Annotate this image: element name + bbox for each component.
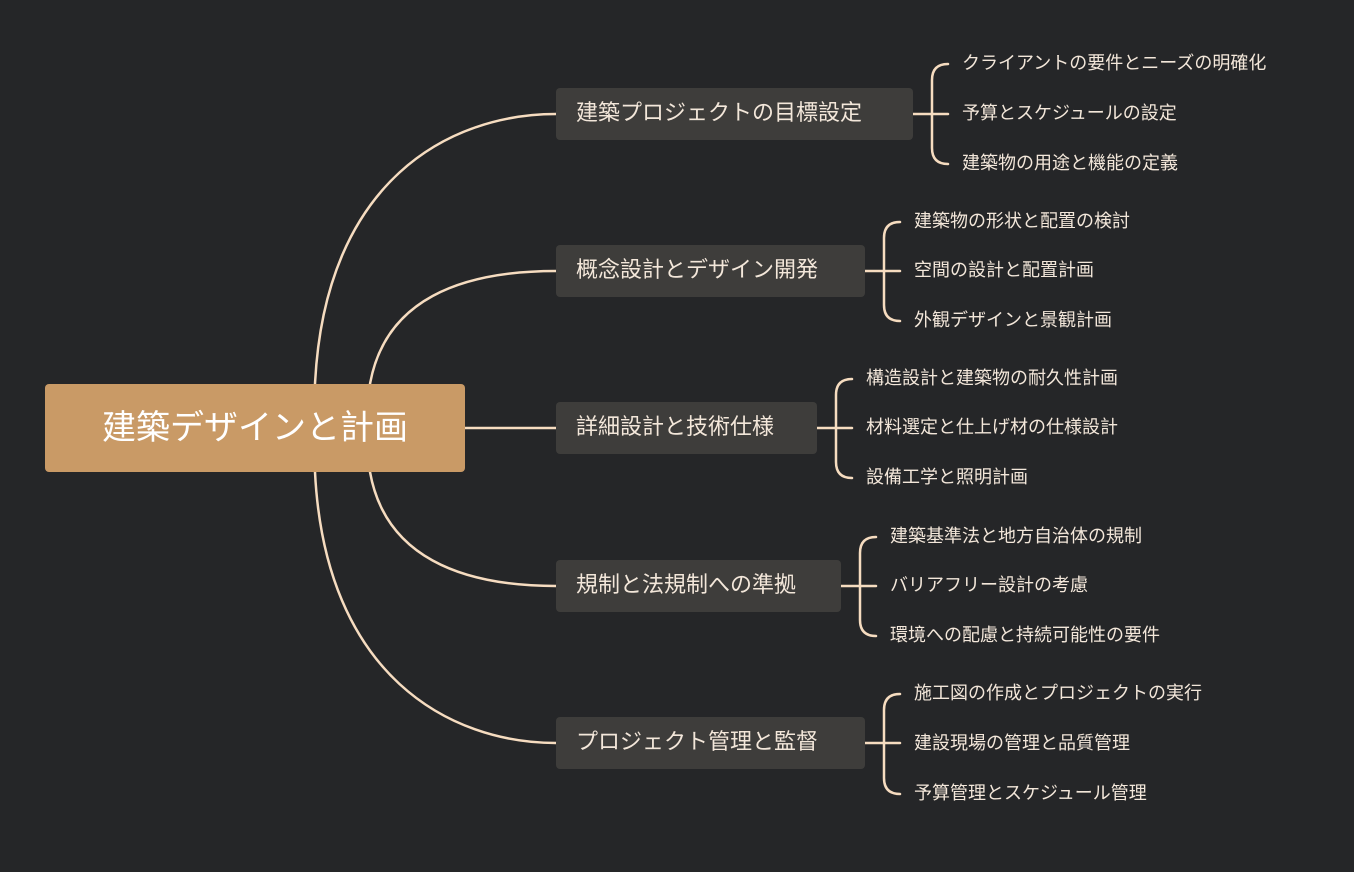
branch-topic-concept-design[interactable]: 概念設計とデザイン開発 [556,245,865,297]
leaf-topic[interactable]: 空間の設計と配置計画 [914,260,1094,281]
bracket-branch-4 [839,535,878,638]
link-root-branch-1 [313,112,558,386]
leaf-topic[interactable]: 予算とスケジュールの設定 [962,103,1177,124]
root-topic[interactable]: 建築デザインと計画 [45,384,465,472]
branch-topic-regulations[interactable]: 規制と法規制への準拠 [556,560,841,612]
bracket-branch-2 [863,220,902,323]
leaf-topic[interactable]: 環境への配慮と持続可能性の要件 [890,625,1160,646]
leaf-topic[interactable]: 構造設計と建築物の耐久性計画 [866,368,1118,389]
bracket-branch-5 [863,692,902,796]
leaf-topic[interactable]: 建設現場の管理と品質管理 [914,733,1130,754]
branch-topic-detail-design[interactable]: 詳細設計と技術仕様 [556,402,817,454]
leaf-topic[interactable]: 外観デザインと景観計画 [914,310,1112,331]
leaf-topic[interactable]: 建築基準法と地方自治体の規制 [890,526,1142,547]
link-root-branch-2 [368,269,558,386]
leaf-topic[interactable]: 施工図の作成とプロジェクトの実行 [914,683,1202,704]
bracket-branch-1 [911,62,950,166]
link-root-branch-4 [368,470,558,588]
leaf-topic[interactable]: 設備工学と照明計画 [866,467,1028,488]
bracket-branch-3 [815,377,854,480]
leaf-topic[interactable]: 建築物の形状と配置の検討 [914,211,1130,232]
leaf-topic[interactable]: バリアフリー設計の考慮 [890,575,1088,596]
branch-topic-project-management[interactable]: プロジェクト管理と監督 [556,717,865,769]
leaf-topic[interactable]: 建築物の用途と機能の定義 [962,153,1178,174]
leaf-topic[interactable]: 材料選定と仕上げ材の仕様設計 [866,417,1118,438]
branch-topic-goal-setting[interactable]: 建築プロジェクトの目標設定 [556,88,913,140]
link-root-branch-5 [313,470,558,745]
leaf-topic[interactable]: 予算管理とスケジュール管理 [914,783,1147,804]
leaf-topic[interactable]: クライアントの要件とニーズの明確化 [962,53,1267,74]
